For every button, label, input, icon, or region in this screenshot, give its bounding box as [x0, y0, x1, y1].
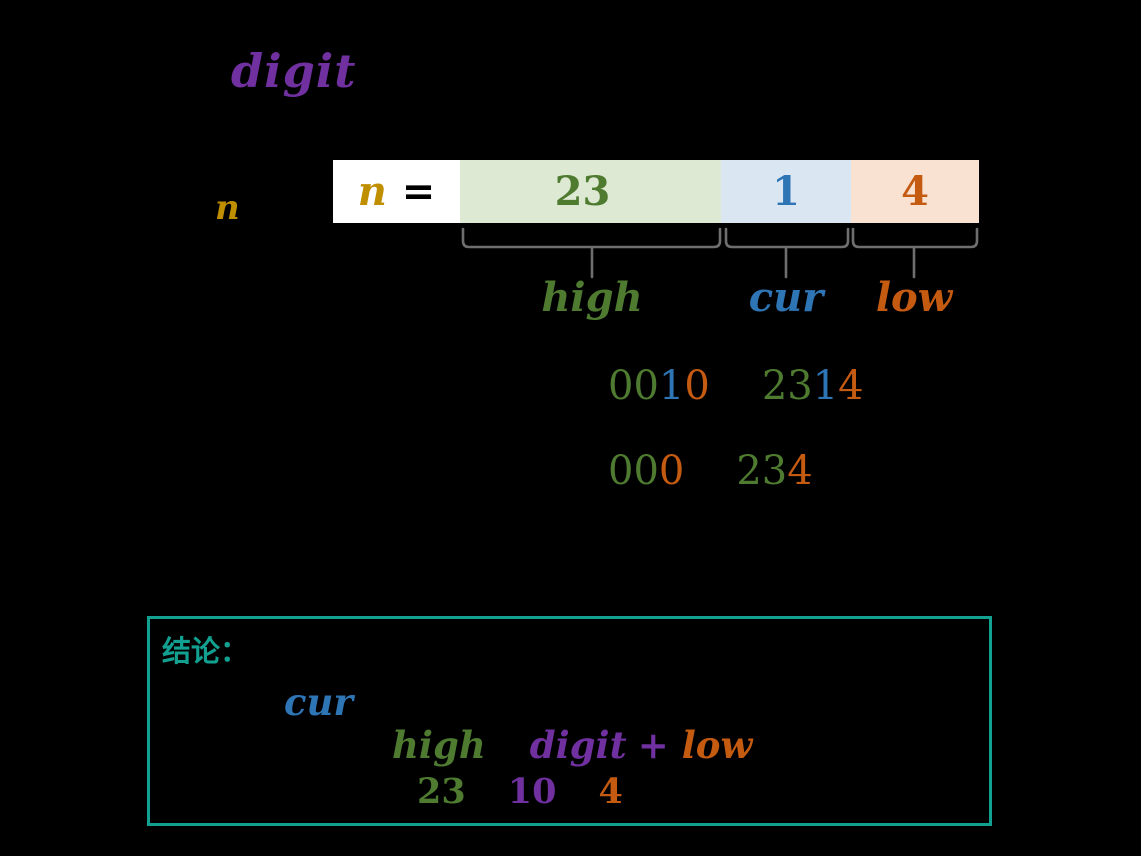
high-digit-1: 2 — [554, 168, 583, 215]
range-row-1: 0010 2314 — [608, 366, 864, 406]
cur-label: cur — [748, 274, 824, 321]
low-underbrace-icon — [851, 227, 979, 279]
range-row-1-from: 0010 — [608, 363, 710, 409]
conclusion-box — [147, 616, 992, 826]
high-digit-2: 3 — [582, 168, 611, 215]
low-digit-cell: 4 — [851, 160, 979, 223]
equals-sign: = — [401, 168, 436, 215]
low-digit: 4 — [901, 168, 929, 215]
cur-underbrace-icon — [724, 227, 850, 279]
conclusion-cur-word: cur — [284, 680, 353, 724]
range-row-2-to: 234 — [736, 448, 813, 494]
cur-digit-cell: 1 — [721, 160, 851, 223]
range-row-2: 000 234 — [608, 451, 813, 491]
low-label: low — [875, 274, 953, 321]
range-row-1-to: 2314 — [761, 363, 864, 409]
digit-title: digit — [231, 44, 357, 98]
high-underbrace-icon — [461, 227, 722, 279]
n-variable-label: n — [215, 188, 240, 228]
cur-digit: 1 — [772, 168, 800, 215]
high-label: high — [541, 274, 643, 321]
number-box-equation-cell: n = — [333, 160, 460, 223]
range-row-2-from: 000 — [608, 448, 685, 494]
conclusion-heading: 结论： — [162, 636, 250, 668]
number-box: n = 2 3 1 4 — [333, 160, 979, 223]
n-symbol: n — [357, 168, 387, 215]
high-digits-cell: 2 3 — [460, 160, 721, 223]
